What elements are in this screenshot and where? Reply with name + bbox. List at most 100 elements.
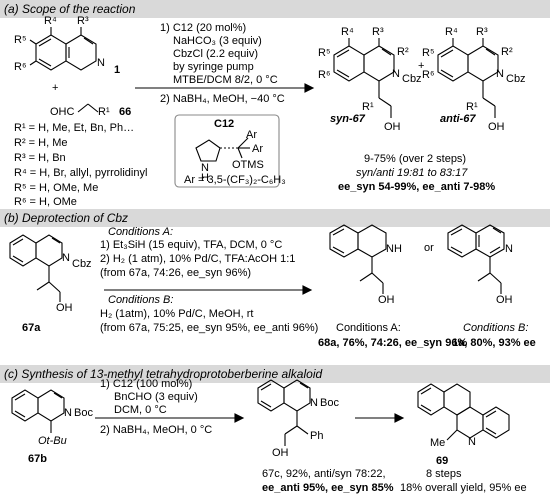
1a-nitrogen-label: N [505,243,513,255]
substituent-r4-label: R⁴ [44,15,57,27]
catalyst-otms: OTMS [232,159,264,171]
1a-oh-label: OH [496,294,513,306]
ee-range: ee_syn 54-99%, ee_anti 7-98% [338,181,496,193]
condition-line: NaHCO₃ (3 equiv) [173,35,262,47]
syn-r3-label: R³ [372,26,384,38]
67b-boc-label: Boc [74,407,93,419]
1a-caption: 1a, 80%, 93% ee [452,337,536,349]
69-yield: 18% overall yield, 95% ee [400,482,527,494]
conditions-a-title: Conditions A: [108,226,174,238]
r-group-line: R⁶ = H, OMe [14,196,77,208]
product-plus-sign: + [418,60,425,72]
aldehyde-label: OHC [50,106,75,118]
68a-oh-label: OH [378,294,395,306]
conditions-b-line: (from 67a, 75:25, ee_syn 95%, ee_anti 96… [100,322,319,334]
substituent-r6-label: R⁶ [14,61,27,73]
catalyst-title: C12 [214,118,235,130]
section-a-header: (a) Scope of the reaction [0,0,550,18]
compound-69-label: 69 [436,455,449,467]
anti-cbz-label: Cbz [506,73,526,85]
compound-1-label: 1 [114,64,121,76]
anti-r5-label: R⁵ [422,47,435,59]
syn-r1-label: R¹ [362,101,374,113]
anti-oh-label: OH [488,121,505,133]
aldehyde-66-structure [77,103,99,113]
condition-line: DCM, 0 °C [114,404,167,416]
syn-r6-label: R⁶ [318,69,331,81]
syn-cbz-label: Cbz [402,73,422,85]
condition-line: 2) NaBH₄, MeOH, 0 °C [100,424,213,436]
conditions-b-title: Conditions B: [108,294,174,306]
1a-caption-title: Conditions B: [463,322,529,334]
anti-r2-label: R² [501,46,513,58]
catalyst-ar1: Ar [246,129,257,141]
conditions-a-line: 1) Et₃SiH (15 equiv), TFA, DCM, 0 °C [100,239,283,251]
substituent-r3-label: R³ [77,15,89,27]
condition-line: 1) C12 (100 mol%) [100,378,193,390]
67c-nitrogen-label: N [310,397,318,409]
r-group-line: R⁵ = H, OMe, Me [14,182,99,194]
anti-nitrogen-label: N [496,68,504,80]
syn-r4-label: R⁴ [341,26,354,38]
dr-range: syn/anti 19:81 to 83:17 [356,167,468,179]
isoquinoline-1-structure [29,27,97,71]
compound-69-structure [417,383,510,441]
r-group-line: R⁴ = H, Br, allyl, pyrrolidinyl [14,167,148,179]
compound-66-label: 66 [119,106,132,118]
r-group-line: R² = H, Me [14,137,68,149]
condition-line: by syringe pump [173,61,254,73]
67c-caption-line1: 67c, 92%, anti/syn 78:22, [262,468,386,480]
syn-67-label: syn-67 [330,113,365,125]
condition-line: CbzCl (2.2 equiv) [173,48,258,60]
anti-r4-label: R⁴ [445,26,458,38]
69-me-label: Me [430,437,446,449]
compound-67a-structure [9,234,63,302]
67c-boc-label: Boc [320,397,339,409]
catalyst-nitrogen: N [201,162,209,174]
catalyst-nh: H [201,172,209,184]
anti-r3-label: R³ [476,26,488,38]
67b-nitrogen-label: N [64,407,72,419]
compound-1a-structure [447,224,505,294]
condition-line: BnCHO (3 equiv) [114,391,198,403]
nitrogen-label: N [97,57,105,69]
68a-nh-label: NH [386,243,402,255]
syn-67-structure [333,38,395,118]
section-c-header: (c) Synthesis of 13-methyl tetrahydropro… [0,365,550,383]
compound-67c-structure [257,379,311,446]
68a-caption: 68a, 76%, 74:26, ee_syn 96% [318,337,468,349]
69-nitrogen-label: N [468,436,476,448]
67a-oh-label: OH [56,302,73,314]
syn-r2-label: R² [397,46,409,58]
catalyst-c12-structure [195,137,250,162]
condition-line: 1) C12 (20 mol%) [160,22,247,34]
anti-r6-label: R⁶ [422,69,435,81]
67c-caption-line2: ee_anti 95%, ee_syn 85% [262,482,394,494]
section-b-header: (b) Deprotection of Cbz [0,209,550,227]
compound-67b-structure [11,389,65,433]
catalyst-ar-definition: Ar = 3,5-(CF₃)₂-C₆H₃ [184,174,286,186]
anti-67-label: anti-67 [440,113,476,125]
69-steps: 8 steps [426,468,462,480]
conditions-a-line: 2) H₂ (1 atm), 10% Pd/C, TFA:AcOH 1:1 [100,253,296,265]
compound-67a-label: 67a [22,322,41,334]
compound-68a-structure [329,224,387,294]
67a-nitrogen-label: N [62,252,70,264]
or-label: or [424,242,434,254]
r-group-line: R³ = H, Bn [14,152,66,164]
syn-oh-label: OH [384,121,401,133]
condition-line: 2) NaBH₄, MeOH, −40 °C [160,93,285,105]
anti-r1-label: R¹ [466,101,478,113]
aldehyde-r1-label: R¹ [98,106,110,118]
syn-nitrogen-label: N [392,68,400,80]
anti-67-structure [437,38,499,118]
67a-cbz-label: Cbz [72,258,92,270]
conditions-b-line: H₂ (1atm), 10% Pd/C, MeOH, rt [100,308,254,320]
condition-line: MTBE/DCM 8/2, 0 °C [173,74,278,86]
catalyst-ar2: Ar [252,143,263,155]
67b-otbu-label: Ot-Bu [38,435,67,447]
68a-caption-title: Conditions A: [336,322,401,334]
67c-ph-label: Ph [310,430,324,442]
67c-oh-label: OH [272,447,289,459]
